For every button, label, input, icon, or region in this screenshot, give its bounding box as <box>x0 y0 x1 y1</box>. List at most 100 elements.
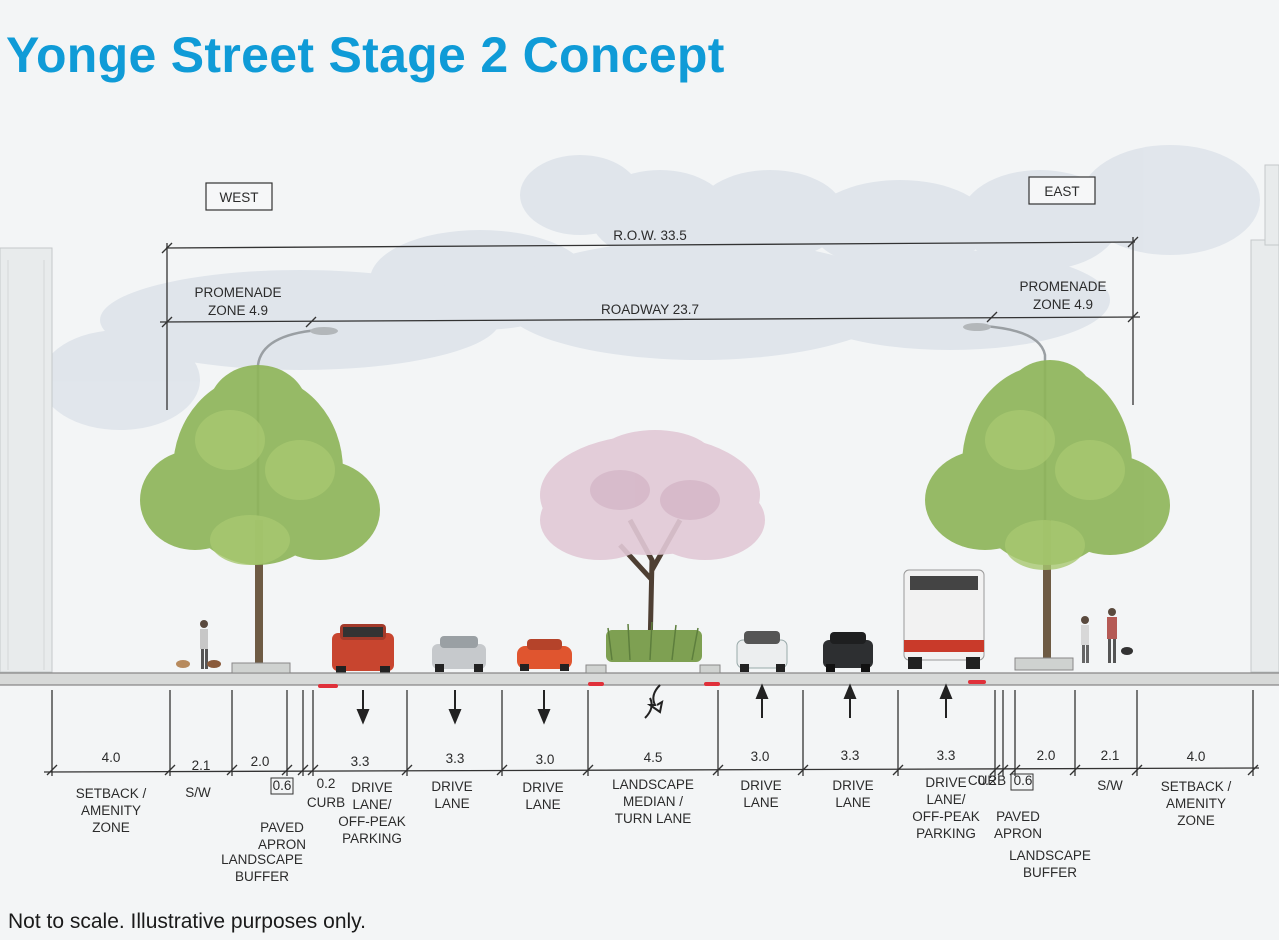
segment-label-6-1: LANE <box>434 796 469 811</box>
segment-value-8: 4.5 <box>644 750 663 765</box>
east-street-light <box>963 323 1047 660</box>
segment-label-11-1: LANE/ <box>926 792 965 807</box>
segment-slash-8 <box>582 764 594 776</box>
segment-value-6: 3.3 <box>446 751 465 766</box>
street-surface <box>0 657 1279 686</box>
segment-value-0: 4.0 <box>102 750 121 765</box>
segment-label-8-2: TURN LANE <box>615 811 692 826</box>
promenade-east-line2: ZONE 4.9 <box>1033 297 1093 312</box>
segment-value-4: 0.2 <box>317 776 336 791</box>
west-label-box: WEST <box>205 182 273 211</box>
segment-slash-14 <box>1009 764 1021 776</box>
promenade-east-line1: PROMENADE <box>1019 279 1106 294</box>
segment-slash-10 <box>797 764 809 776</box>
roadway-label: ROADWAY 23.7 <box>601 302 699 317</box>
segment-label-11-3: PARKING <box>916 826 976 841</box>
segment-value-10: 3.3 <box>841 748 860 763</box>
segment-slash-2 <box>226 764 238 776</box>
west-landscape-buffer-1: LANDSCAPE <box>221 852 303 867</box>
segment-label-16-1: AMENITY <box>1166 796 1226 811</box>
segment-label-10-0: DRIVE <box>832 778 873 793</box>
segment-value-13: 0.6 <box>1014 773 1033 788</box>
car-black-sedan <box>823 632 873 672</box>
segment-label-9-1: LANE <box>743 795 778 810</box>
segment-slash-17 <box>1247 764 1259 776</box>
west-paved-apron-1: PAVED <box>260 820 304 835</box>
segment-slash-0 <box>46 764 58 776</box>
east-apron-labels: PAVED APRON LANDSCAPE BUFFER <box>994 773 1091 880</box>
segment-value-3: 0.6 <box>273 778 292 793</box>
east-label: EAST <box>1044 184 1079 199</box>
segment-slash-11 <box>892 764 904 776</box>
segment-label-12-0: CURB <box>968 773 1006 788</box>
page-title: Yonge Street Stage 2 Concept <box>6 27 725 83</box>
segment-label-5-0: DRIVE <box>351 780 392 795</box>
car-white-hatch <box>736 631 788 672</box>
segment-value-5: 3.3 <box>351 754 370 769</box>
lane-arrows <box>356 683 953 725</box>
segment-slash-9 <box>712 764 724 776</box>
segment-value-16: 4.0 <box>1187 749 1206 764</box>
east-paved-apron-2: APRON <box>994 826 1042 841</box>
west-landscape-buffer-2: BUFFER <box>235 869 289 884</box>
car-red-suv <box>332 624 394 674</box>
segment-slash-13 <box>997 764 1009 776</box>
segment-value-12: 0.2 <box>978 773 997 788</box>
east-paved-apron-1: PAVED <box>996 809 1040 824</box>
segment-value-2: 2.0 <box>251 754 270 769</box>
segment-slash-3 <box>281 764 293 776</box>
row-label: R.O.W. 33.5 <box>613 228 687 243</box>
segment-slash-12 <box>989 764 1001 776</box>
segment-label-4-0: CURB <box>307 795 345 810</box>
east-landscape-buffer-1: LANDSCAPE <box>1009 848 1091 863</box>
segment-label-7-1: LANE <box>525 797 560 812</box>
segment-value-9: 3.0 <box>751 749 770 764</box>
clouds <box>40 145 1260 430</box>
segment-value-14: 2.0 <box>1037 748 1056 763</box>
segment-label-5-3: PARKING <box>342 831 402 846</box>
east-label-box: EAST <box>1028 176 1096 205</box>
segment-label-16-2: ZONE <box>1177 813 1215 828</box>
segment-label-16-0: SETBACK / <box>1161 779 1232 794</box>
west-apron-labels: PAVED APRON LANDSCAPE BUFFER <box>221 777 306 884</box>
segment-slash-7 <box>496 764 508 776</box>
west-paved-apron-2: APRON <box>258 837 306 852</box>
segment-label-10-1: LANE <box>835 795 870 810</box>
segment-label-11-2: OFF-PEAK <box>912 809 980 824</box>
segment-label-0-1: AMENITY <box>81 803 141 818</box>
segment-label-9-0: DRIVE <box>740 778 781 793</box>
segment-label-0-2: ZONE <box>92 820 130 835</box>
segment-label-5-1: LANE/ <box>352 797 391 812</box>
segment-slash-16 <box>1131 764 1143 776</box>
roadway-dimension: ROADWAY 23.7 PROMENADE ZONE 4.9 PROMENAD… <box>159 279 1141 328</box>
segment-label-8-1: MEDIAN / <box>623 794 683 809</box>
segment-slash-1 <box>164 764 176 776</box>
segment-label-5-2: OFF-PEAK <box>338 814 406 829</box>
segment-label-1-0: S/W <box>185 785 211 800</box>
east-tree <box>925 360 1170 660</box>
east-landscape-buffer-2: BUFFER <box>1023 865 1077 880</box>
segment-value-7: 3.0 <box>536 752 555 767</box>
segment-slash-15 <box>1069 764 1081 776</box>
west-label: WEST <box>220 190 259 205</box>
segment-value-1: 2.1 <box>192 758 211 773</box>
segment-value-11: 3.3 <box>937 748 956 763</box>
car-orange-sports <box>517 639 572 671</box>
promenade-west-line2: ZONE 4.9 <box>208 303 268 318</box>
west-pedestrian <box>176 620 221 669</box>
promenade-west-line1: PROMENADE <box>194 285 281 300</box>
segment-label-15-0: S/W <box>1097 778 1123 793</box>
segment-label-11-0: DRIVE <box>925 775 966 790</box>
east-pedestrians <box>1081 608 1133 663</box>
segment-label-0-0: SETBACK / <box>76 786 147 801</box>
curb-markers <box>318 680 986 688</box>
west-building <box>0 247 53 673</box>
median-blossom-tree <box>540 430 765 662</box>
segment-value-15: 2.1 <box>1101 748 1120 763</box>
segment-slash-6 <box>401 764 413 776</box>
east-building <box>1250 164 1279 673</box>
segment-slash-4 <box>297 764 309 776</box>
